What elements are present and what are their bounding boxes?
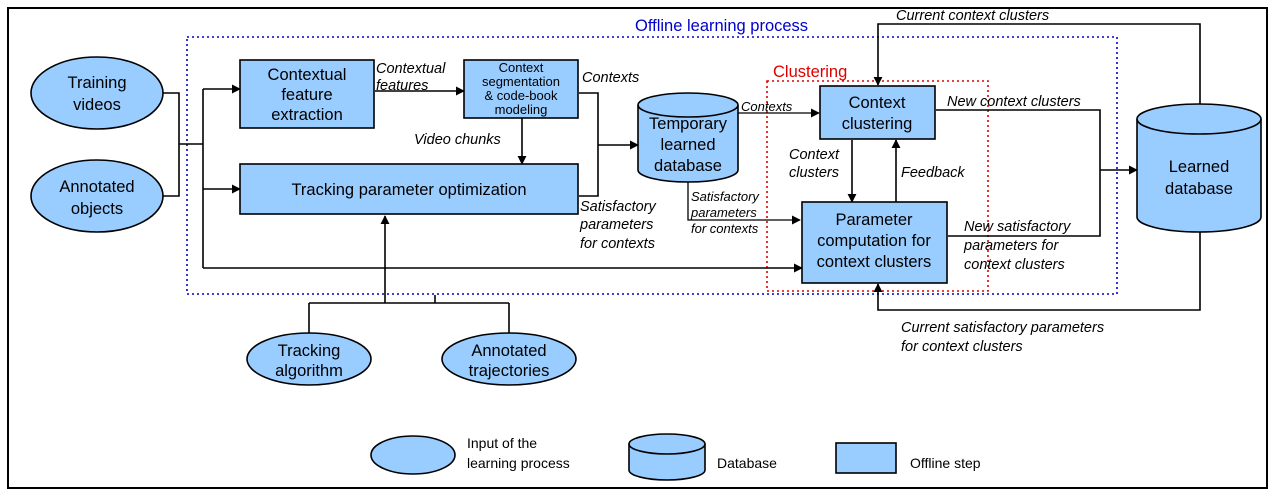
svg-text:Database: Database (717, 455, 777, 471)
tracking-parameter-optimization-step: Tracking parameter optimization (239, 163, 579, 215)
connectors (162, 23, 1201, 334)
new-context-clusters-label: New context clusters (947, 94, 1081, 110)
current-context-clusters-label: Current context clusters (896, 8, 1049, 24)
clustering-title: Clustering (773, 63, 847, 81)
legend-database: Database (628, 433, 777, 481)
svg-text:Tracking parameter optimizatio: Tracking parameter optimization (291, 181, 526, 199)
offline-learning-region (186, 36, 1118, 295)
svg-text:Offline step: Offline step (910, 455, 981, 471)
video-chunks-label: Video chunks (414, 132, 501, 148)
offline-learning-title: Offline learning process (635, 17, 808, 35)
legend-step: Offline step (835, 442, 981, 474)
contexts-label: Contexts (582, 70, 639, 86)
outer-frame (7, 7, 1268, 489)
feedback-label: Feedback (901, 165, 965, 181)
contexts-db-label: Contexts (741, 99, 793, 114)
